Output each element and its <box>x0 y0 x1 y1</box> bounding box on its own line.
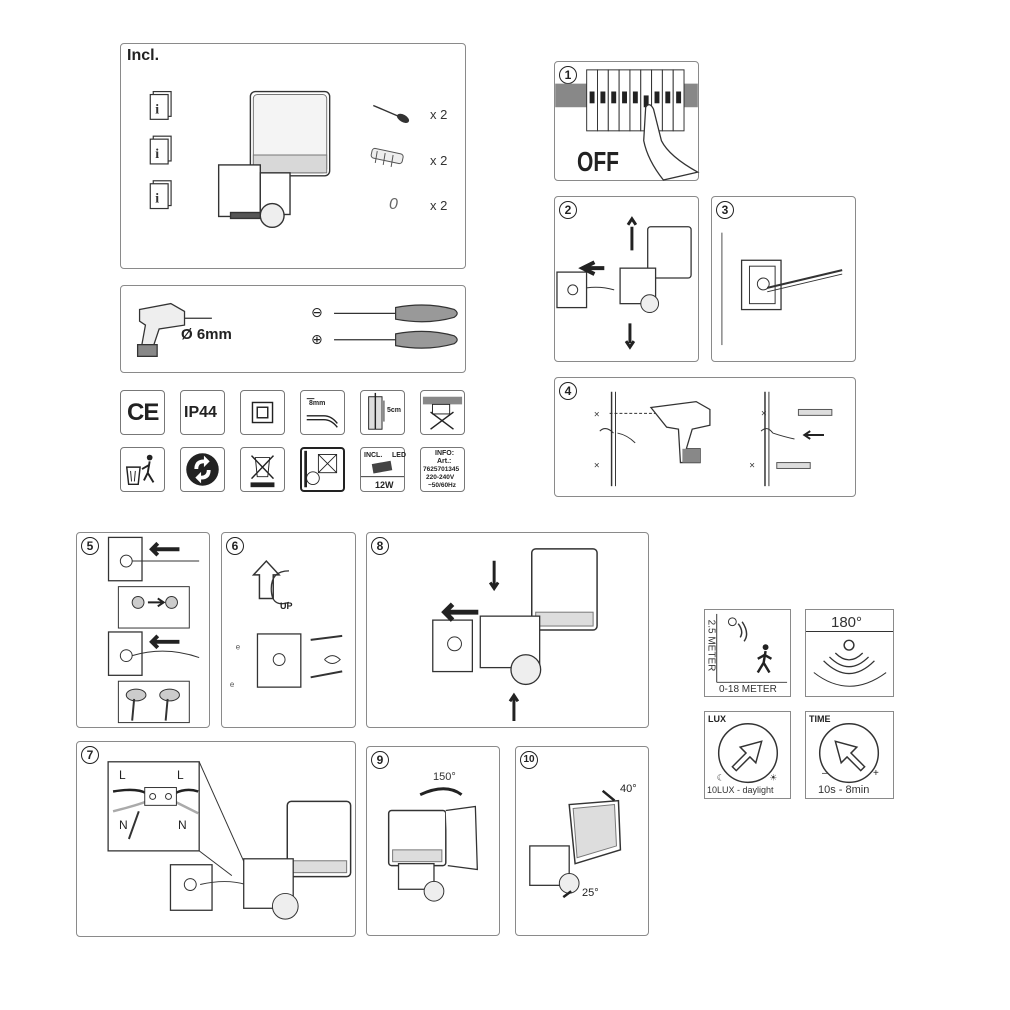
green-dot-icon <box>180 447 225 492</box>
wiring-illustration <box>107 761 352 920</box>
time-plus-label: + <box>873 768 879 779</box>
step-2-panel: 2 <box>554 196 699 362</box>
tools-panel: Ø 6mm ⊖ ⊕ <box>120 285 466 373</box>
step-5-panel: 5 <box>76 532 210 728</box>
breaker-illustration <box>555 69 700 181</box>
product-info-icon: INFO: Art.: 7625701345 220-240V ~50/60Hz <box>420 447 465 492</box>
drilling-illustration: × × × × <box>594 391 833 487</box>
step-number: 8 <box>371 537 389 555</box>
manual-icon: i i i <box>149 90 172 210</box>
minus-icon: ⊖ <box>311 304 323 320</box>
time-minus-label: – <box>822 768 828 779</box>
svg-text:×: × <box>761 408 767 419</box>
step-number: 2 <box>559 201 577 219</box>
screwdriver-phillips-icon <box>334 330 458 349</box>
screw-icon <box>373 104 410 123</box>
no-bulb-replacement-icon <box>300 447 345 492</box>
tilt-angle-top-label: 40° <box>620 783 637 795</box>
cable-gland-illustration <box>107 536 200 724</box>
sealing-ring-quantity: x 2 <box>430 198 448 213</box>
detection-range-illustration <box>716 613 788 683</box>
step-4-panel: 4 × × × × <box>554 377 856 497</box>
ce-mark-icon: CE <box>120 390 165 435</box>
svg-text:×: × <box>594 460 600 471</box>
time-title: TIME <box>809 714 831 724</box>
detection-distance-label: 0-18 METER <box>719 684 777 695</box>
svg-text:i: i <box>155 192 159 207</box>
off-label: OFF <box>577 146 619 177</box>
live-label: L <box>177 768 184 782</box>
detection-range-panel: 2.5 METER 0-18 METER <box>704 609 791 697</box>
step-10-panel: 10 40° 25° <box>515 746 649 936</box>
svg-text:i: i <box>155 147 159 162</box>
lux-panel: LUX ☾☀ 10LUX - daylight <box>704 711 791 799</box>
svg-text:e: e <box>236 643 241 652</box>
step-7-panel: 7 L L N N <box>76 741 356 937</box>
lux-range-label: 10LUX - daylight <box>707 785 774 795</box>
svg-text:e: e <box>230 680 235 689</box>
step-number: 6 <box>226 537 244 555</box>
plus-icon: ⊕ <box>311 331 323 347</box>
wall-plug-icon <box>370 147 404 167</box>
cable-through-illustration <box>721 232 843 346</box>
mount-base-illustration: ee <box>230 559 343 689</box>
tilt-angle-bottom-label: 25° <box>582 887 599 899</box>
step-number: 4 <box>559 382 577 400</box>
horizontal-rotation-illustration <box>387 787 478 902</box>
weee-bin-icon <box>240 447 285 492</box>
included-title: Incl. <box>127 47 160 64</box>
step-number: 3 <box>716 201 734 219</box>
strip-length-icon: 8mm <box>300 390 345 435</box>
step-number: 5 <box>81 537 99 555</box>
floodlight-illustration <box>217 90 331 229</box>
detection-angle-illustration <box>806 631 893 687</box>
no-ceiling-mount-icon <box>420 390 465 435</box>
included-panel: Incl. i i i x 2 <box>120 43 466 269</box>
disassembly-illustration <box>556 216 692 350</box>
svg-text:×: × <box>749 460 755 471</box>
drill-size-label: Ø 6mm <box>181 326 232 343</box>
svg-text:i: i <box>155 102 159 117</box>
tools-illustration <box>136 302 458 357</box>
step-number: 1 <box>559 66 577 84</box>
step-number: 7 <box>81 746 99 764</box>
step-1-panel: 1 OFF <box>554 61 700 181</box>
class-ii-icon <box>240 390 285 435</box>
svg-text:☀: ☀ <box>769 772 777 782</box>
detection-angle-label: 180° <box>831 614 863 631</box>
time-dial-illustration <box>818 722 880 784</box>
mount-height-label: 2.5 METER <box>705 619 717 672</box>
live-label: L <box>119 768 126 782</box>
tilt-illustration <box>529 789 622 899</box>
screwdriver-flat-icon <box>334 304 458 323</box>
neutral-label: N <box>119 818 128 832</box>
neutral-label: N <box>178 818 187 832</box>
step-3-panel: 3 <box>711 196 856 362</box>
time-panel: TIME – + 10s - 8min <box>805 711 894 799</box>
led-included-icon: INCL. LED 12W <box>360 447 406 492</box>
lux-title: LUX <box>708 714 726 724</box>
ip44-icon: IP44 <box>180 390 225 435</box>
step-8-panel: 8 <box>366 532 649 728</box>
screw-quantity: x 2 <box>430 107 448 122</box>
wall-plug-quantity: x 2 <box>430 153 448 168</box>
time-range-label: 10s - 8min <box>818 784 870 796</box>
lux-dial-illustration: ☾☀ <box>717 723 779 784</box>
rotation-angle-label: 150° <box>433 771 456 783</box>
included-items-illustration: i i i <box>149 90 410 229</box>
svg-text:☾: ☾ <box>717 772 725 782</box>
drill-icon <box>136 302 212 357</box>
step-9-panel: 9 150° <box>366 746 500 936</box>
reassembly-illustration <box>432 548 598 722</box>
step-number: 10 <box>520 751 538 769</box>
svg-text:×: × <box>594 409 600 420</box>
up-label: UP <box>280 601 293 611</box>
sealing-ring-icon: 0 <box>389 196 398 213</box>
depth-icon: 5cm <box>360 390 405 435</box>
step-number: 9 <box>371 751 389 769</box>
detection-angle-panel: 180° <box>805 609 894 697</box>
household-waste-icon <box>120 447 165 492</box>
